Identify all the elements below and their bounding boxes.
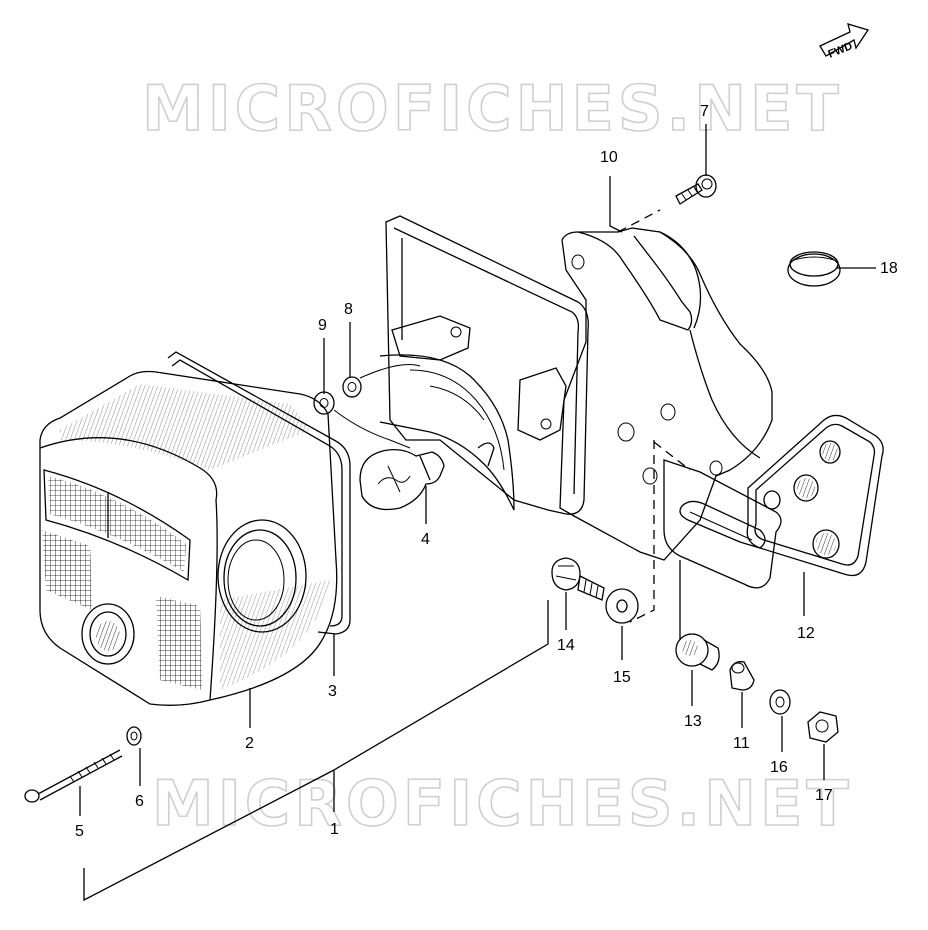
fwd-arrow-badge: FWD	[819, 23, 870, 61]
callout-14: 14	[557, 637, 575, 654]
socket-base	[379, 215, 589, 515]
taillight-lens-housing	[39, 370, 338, 706]
callout-labels: 1 2 3 4 5 6 7 8 9 10 11 12 13 14 15 16 1…	[75, 103, 898, 840]
reflector-plate	[746, 414, 884, 577]
callout-3: 3	[328, 683, 337, 700]
callout-5: 5	[75, 823, 84, 840]
callout-16: 16	[770, 759, 788, 776]
watermark-bottom: MICROFICHES.NET	[152, 767, 853, 840]
callout-13: 13	[684, 713, 702, 730]
nut-17	[807, 711, 839, 743]
callout-10: 10	[600, 149, 618, 166]
washer-6	[126, 726, 142, 746]
callout-17: 17	[815, 787, 833, 804]
washer-15	[605, 588, 639, 624]
callout-7: 7	[700, 103, 709, 120]
watermark-top: MICROFICHES.NET	[142, 72, 843, 145]
grommet-18	[787, 251, 841, 287]
callout-4: 4	[421, 531, 430, 548]
bolt-14	[551, 557, 605, 601]
washer-16	[769, 689, 791, 715]
callout-12: 12	[797, 625, 815, 642]
screw-7	[675, 174, 717, 205]
leader-lines	[79, 124, 876, 902]
collar-11	[729, 661, 755, 691]
callout-2: 2	[245, 735, 254, 752]
callout-6: 6	[135, 793, 144, 810]
washer-8	[342, 376, 362, 398]
bracket	[559, 227, 782, 589]
callout-1: 1	[330, 821, 339, 838]
long-screw-5	[24, 749, 123, 803]
washer-9	[313, 391, 335, 415]
fwd-badge-text: FWD	[826, 40, 854, 61]
callout-8: 8	[344, 301, 353, 318]
callout-15: 15	[613, 669, 631, 686]
lens-gasket	[167, 351, 351, 635]
grommet-13	[675, 633, 720, 671]
callout-18: 18	[880, 260, 898, 277]
callout-9: 9	[318, 317, 327, 334]
bulb	[359, 448, 445, 511]
callout-11: 11	[733, 735, 750, 752]
